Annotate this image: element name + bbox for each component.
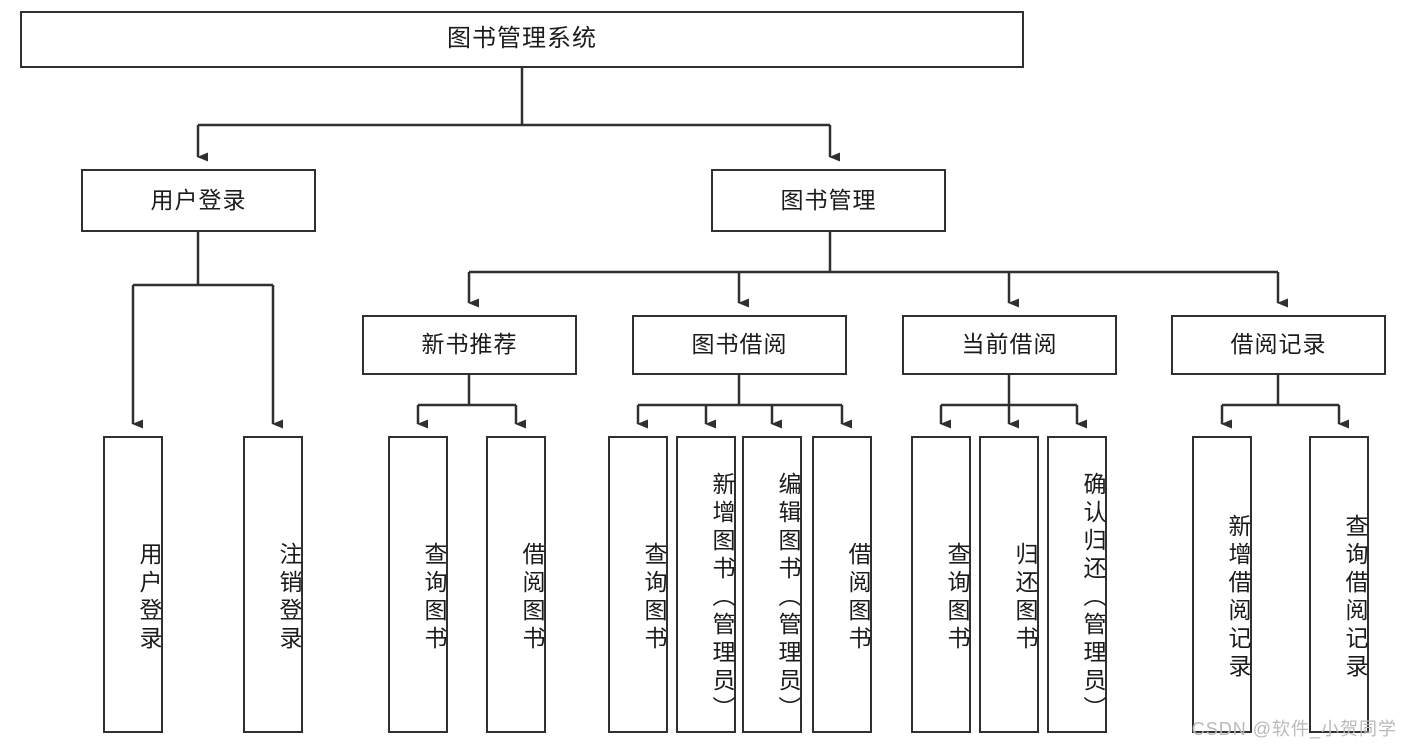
node-label: 图书管理: [780, 186, 877, 213]
leaf-borrow-edit-book-admin[interactable]: 编辑图书（管理员）: [742, 436, 802, 733]
node-label: 当前借阅: [961, 331, 1058, 358]
leaf-current-return-book[interactable]: 归还图书: [979, 436, 1039, 733]
leaf-borrow-query-book[interactable]: 查询图书: [608, 436, 668, 733]
node-new-book-recommend[interactable]: 新书推荐: [362, 315, 577, 375]
node-label: 借阅记录: [1230, 331, 1327, 358]
node-label: 用户登录: [150, 186, 247, 213]
leaf-recommend-query-book[interactable]: 查询图书: [388, 436, 448, 733]
node-user-login[interactable]: 用户登录: [81, 169, 316, 232]
node-label: 用户登录: [136, 541, 162, 654]
node-label: 新增借阅记录: [1225, 513, 1251, 682]
leaf-current-query-book[interactable]: 查询图书: [911, 436, 971, 733]
leaf-user-login-logout[interactable]: 注销登录: [243, 436, 303, 733]
node-label: 归还图书: [1012, 541, 1038, 654]
leaf-borrow-borrow-book[interactable]: 借阅图书: [812, 436, 872, 733]
node-label: 查询图书: [944, 541, 970, 654]
node-label: 查询图书: [421, 541, 447, 654]
node-label: 注销登录: [276, 541, 302, 654]
leaf-record-query-record[interactable]: 查询借阅记录: [1309, 436, 1369, 733]
node-root-system[interactable]: 图书管理系统: [20, 11, 1024, 68]
node-current-borrow[interactable]: 当前借阅: [902, 315, 1117, 375]
leaf-user-login-login[interactable]: 用户登录: [103, 436, 163, 733]
node-label: 图书借阅: [691, 331, 788, 358]
node-label: 借阅图书: [519, 541, 545, 654]
node-label: 查询图书: [641, 541, 667, 654]
node-borrow-record[interactable]: 借阅记录: [1171, 315, 1386, 375]
node-label: 编辑图书（管理员）: [775, 471, 801, 724]
node-label: 借阅图书: [845, 541, 871, 654]
node-book-borrow[interactable]: 图书借阅: [632, 315, 847, 375]
node-book-management[interactable]: 图书管理: [711, 169, 946, 232]
node-label: 新增图书（管理员）: [709, 471, 735, 724]
leaf-borrow-add-book-admin[interactable]: 新增图书（管理员）: [676, 436, 736, 733]
node-label: 新书推荐: [421, 331, 518, 358]
node-label: 图书管理系统: [447, 25, 597, 53]
leaf-current-confirm-return-admin[interactable]: 确认归还（管理员）: [1047, 436, 1107, 733]
node-label: 确认归还（管理员）: [1080, 471, 1106, 724]
node-label: 查询借阅记录: [1342, 513, 1368, 682]
leaf-recommend-borrow-book[interactable]: 借阅图书: [486, 436, 546, 733]
leaf-record-add-record[interactable]: 新增借阅记录: [1192, 436, 1252, 733]
watermark: CSDN @软件_小贺同学: [1191, 719, 1397, 739]
